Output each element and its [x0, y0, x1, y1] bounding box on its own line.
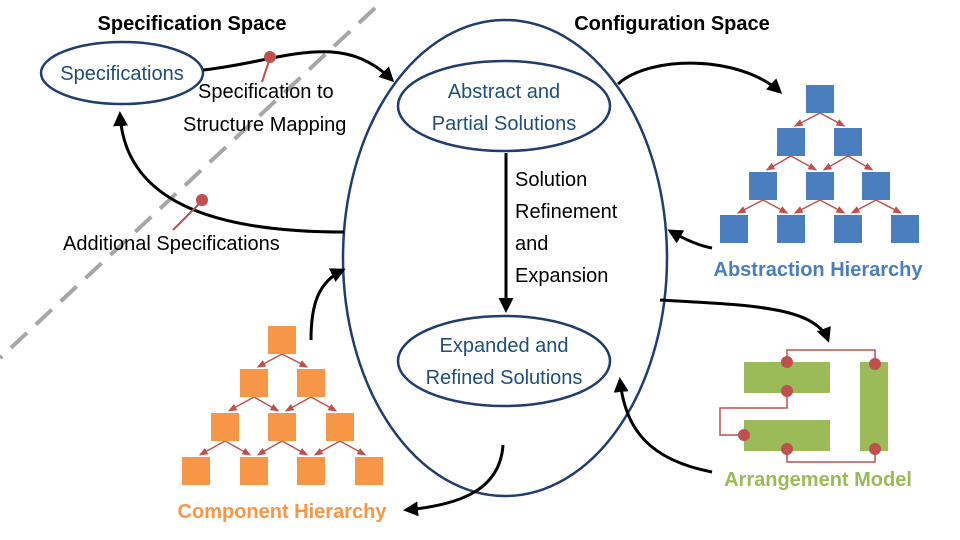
abstraction-hierarchy-edge — [875, 199, 903, 214]
abstraction-hierarchy-node — [777, 215, 805, 243]
arrangement-pin — [869, 443, 881, 455]
component-hierarchy-node — [355, 457, 383, 485]
arrangement-pin — [781, 443, 793, 455]
configuration-space-ellipse — [341, 18, 669, 498]
expanded-line2: Refined Solutions — [426, 367, 583, 389]
arrangement-connector-left — [719, 391, 788, 436]
component-hierarchy-node — [268, 326, 296, 354]
abstraction-hierarchy — [720, 85, 919, 243]
arrangement-to-ellipse-arrow — [613, 377, 713, 474]
additional-pin-stem — [172, 200, 203, 231]
ellipse-to-abstraction-arrow — [616, 61, 783, 95]
arrangement-pin — [738, 429, 750, 441]
abstract-line2: Partial Solutions — [432, 113, 577, 135]
component-hierarchy-edge — [313, 440, 341, 456]
abstract-solutions-node: Abstract and Partial Solutions — [396, 59, 612, 153]
arrangement-model-label: Arrangement Model — [724, 469, 912, 491]
abstraction-hierarchy-edge — [850, 199, 877, 214]
abstraction-hierarchy-edge — [793, 112, 821, 127]
abstraction-hierarchy-label: Abstraction Hierarchy — [714, 259, 924, 281]
abstract-line1: Abstract and — [448, 81, 560, 103]
component-hierarchy-node — [297, 457, 325, 485]
abstraction-hierarchy-node — [806, 172, 834, 200]
abstraction-hierarchy-node — [834, 128, 862, 156]
ellipse-to-component-arrow — [403, 444, 505, 517]
component-hierarchy-node — [297, 369, 325, 397]
abstraction-hierarchy-node — [749, 172, 777, 200]
component-hierarchy-label: Component Hierarchy — [178, 501, 388, 523]
specifications-label: Specifications — [60, 63, 183, 85]
arrangement-pin — [869, 358, 881, 370]
component-hierarchy-node — [326, 413, 354, 441]
configuration-space-title: Configuration Space — [574, 13, 770, 35]
component-hierarchy-edge — [310, 396, 338, 412]
abstraction-to-ellipse-arrow — [667, 229, 713, 250]
refinement-line2: Refinement — [515, 201, 618, 223]
abstraction-hierarchy-node — [834, 215, 862, 243]
ellipse-to-arrangement-arrow — [659, 298, 831, 343]
arrangement-pin — [781, 356, 793, 368]
abstraction-hierarchy-edge — [736, 199, 764, 214]
mapping-line2: Structure Mapping — [183, 114, 346, 136]
component-hierarchy — [182, 326, 383, 485]
component-hierarchy-edge — [284, 396, 312, 412]
abstraction-hierarchy-node — [891, 215, 919, 243]
abstraction-hierarchy-edge — [793, 199, 821, 214]
component-hierarchy-edge — [253, 396, 280, 412]
mapping-pin-dot — [264, 51, 276, 63]
component-hierarchy-edge — [339, 440, 367, 456]
abstraction-hierarchy-edge — [765, 155, 792, 171]
refinement-line4: Expansion — [515, 265, 608, 287]
abstraction-hierarchy-edge — [762, 199, 789, 214]
abstraction-hierarchy-node — [777, 128, 805, 156]
abstraction-hierarchy-edge — [819, 199, 846, 214]
abstraction-hierarchy-node — [862, 172, 890, 200]
component-hierarchy-edge — [256, 440, 283, 456]
refinement-line1: Solution — [515, 169, 587, 191]
component-hierarchy-edge — [281, 440, 309, 456]
refinement-line3: and — [515, 233, 548, 255]
abstraction-hierarchy-edge — [847, 155, 874, 171]
arrangement-pin — [781, 385, 793, 397]
mapping-line1: Specification to — [198, 81, 334, 103]
arrangement-connector-bottom — [786, 451, 876, 463]
expanded-solutions-node: Expanded and Refined Solutions — [396, 314, 612, 408]
component-hierarchy-node — [240, 369, 268, 397]
expanded-line1: Expanded and — [439, 335, 568, 357]
arrangement-model — [719, 349, 888, 463]
additional-specs-label: Additional Specifications — [63, 233, 280, 255]
additional-specs-arrow — [113, 111, 345, 234]
specification-space-title: Specification Space — [98, 13, 287, 35]
abstraction-hierarchy-node — [806, 85, 834, 113]
specifications-node: Specifications — [39, 40, 205, 106]
space-boundary-line — [0, 6, 377, 360]
component-hierarchy-node — [268, 413, 296, 441]
component-hierarchy-edge — [224, 440, 252, 456]
component-hierarchy-edge — [281, 353, 309, 368]
arrangement-connector-top — [786, 349, 876, 362]
abstraction-hierarchy-edge — [822, 155, 849, 171]
additional-pin-dot — [196, 194, 208, 206]
component-hierarchy-edge — [198, 440, 226, 456]
spec-to-structure-arrow — [202, 50, 395, 83]
component-to-ellipse-arrow — [309, 268, 346, 341]
arrangement-bar-vertical — [860, 362, 888, 451]
component-hierarchy-edge — [256, 353, 283, 368]
component-hierarchy-node — [211, 413, 239, 441]
abstraction-hierarchy-edge — [790, 155, 818, 171]
abstraction-hierarchy-node — [720, 215, 748, 243]
component-hierarchy-edge — [227, 396, 255, 412]
component-hierarchy-node — [240, 457, 268, 485]
abstraction-hierarchy-edge — [819, 112, 846, 127]
component-hierarchy-node — [182, 457, 210, 485]
